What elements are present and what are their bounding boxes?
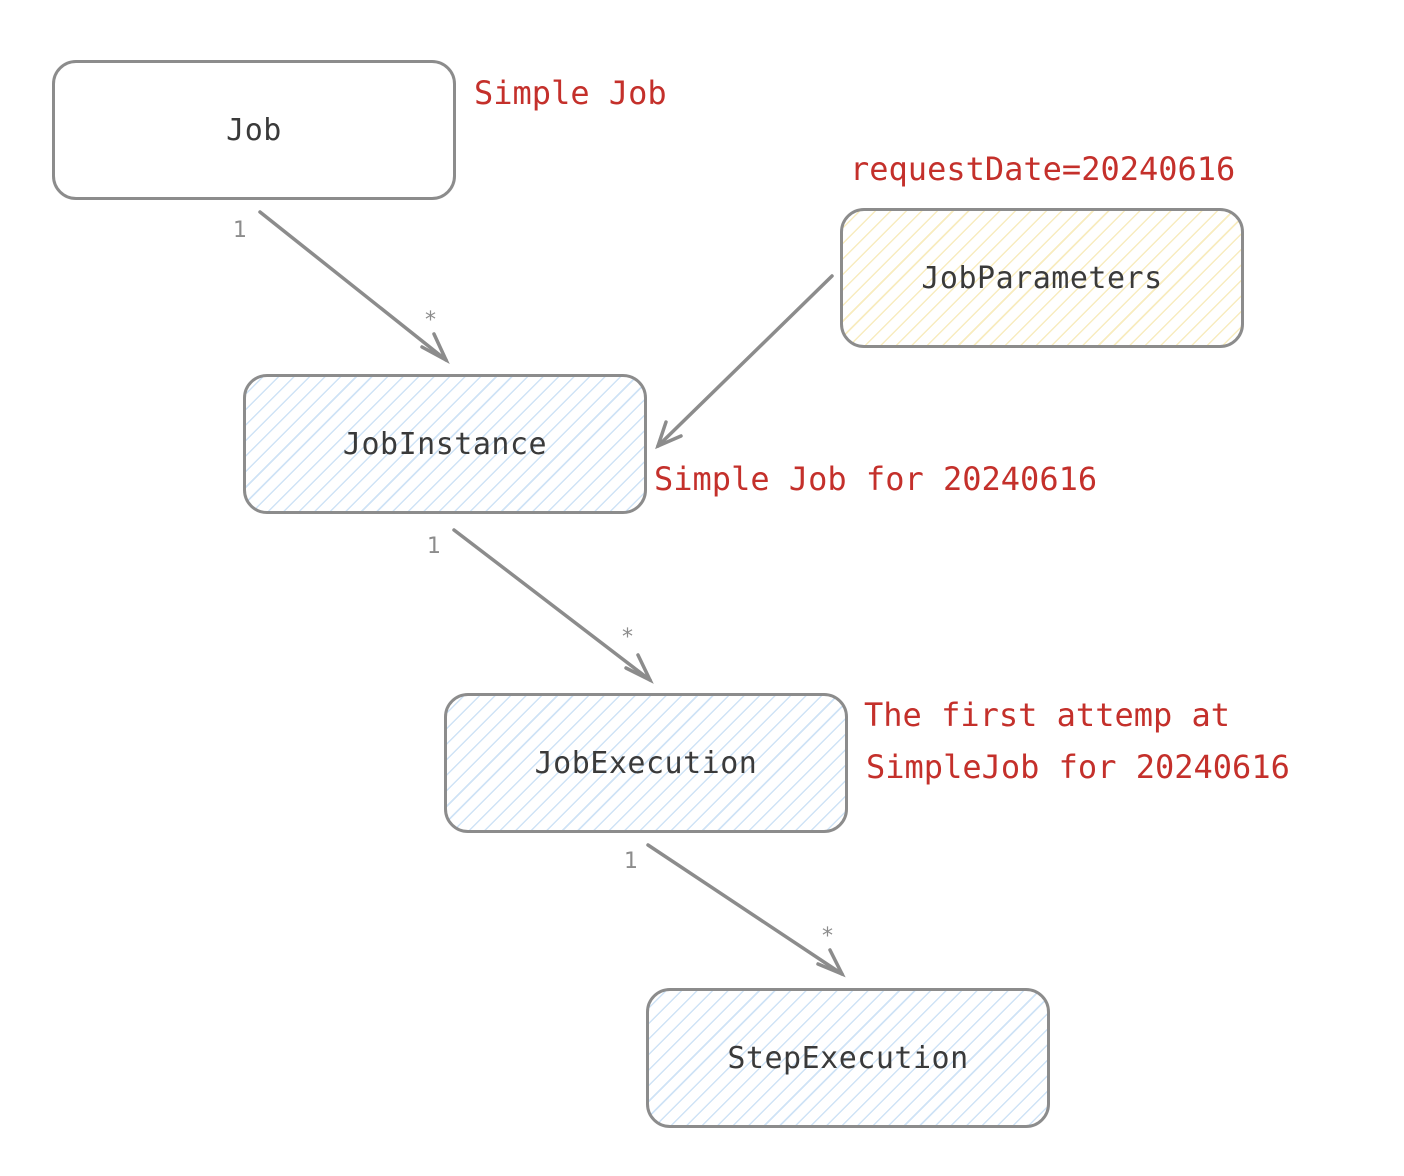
multiplicity-jobexecution-target: * <box>622 625 633 650</box>
multiplicity-jobinstance-source: 1 <box>427 534 441 559</box>
jobparameters-annotation: requestDate=20240616 <box>850 150 1236 188</box>
jobinstance-annotation: Simple Job for 20240616 <box>654 460 1098 498</box>
job-annotation: Simple Job <box>474 74 667 112</box>
edge-jobparameters-to-jobinstance <box>655 274 834 450</box>
multiplicity-stepexecution-target: * <box>822 924 833 949</box>
job-node[interactable]: Job <box>52 60 456 200</box>
jobparameters-node[interactable]: JobParameters <box>840 208 1244 348</box>
jobexecution-label: JobExecution <box>534 745 758 781</box>
edge-jobinstance-to-jobexecution <box>452 528 654 684</box>
job-label: Job <box>226 112 282 148</box>
multiplicity-jobexecution-source: 1 <box>624 849 638 874</box>
jobexecution-annotation-line1: The first attemp at <box>864 696 1231 734</box>
multiplicity-jobinstance-target: * <box>425 308 436 333</box>
stepexecution-label: StepExecution <box>727 1040 969 1076</box>
edge-job-to-jobinstance <box>258 210 450 365</box>
jobexecution-node[interactable]: JobExecution <box>444 693 848 833</box>
jobinstance-label: JobInstance <box>342 426 548 462</box>
stepexecution-node[interactable]: StepExecution <box>646 988 1050 1128</box>
jobexecution-annotation-line2: SimpleJob for 20240616 <box>866 748 1290 786</box>
multiplicity-job-source: 1 <box>233 218 247 243</box>
edge-jobexecution-to-stepexecution <box>646 843 846 978</box>
jobinstance-node[interactable]: JobInstance <box>243 374 647 514</box>
jobparameters-label: JobParameters <box>921 260 1163 296</box>
